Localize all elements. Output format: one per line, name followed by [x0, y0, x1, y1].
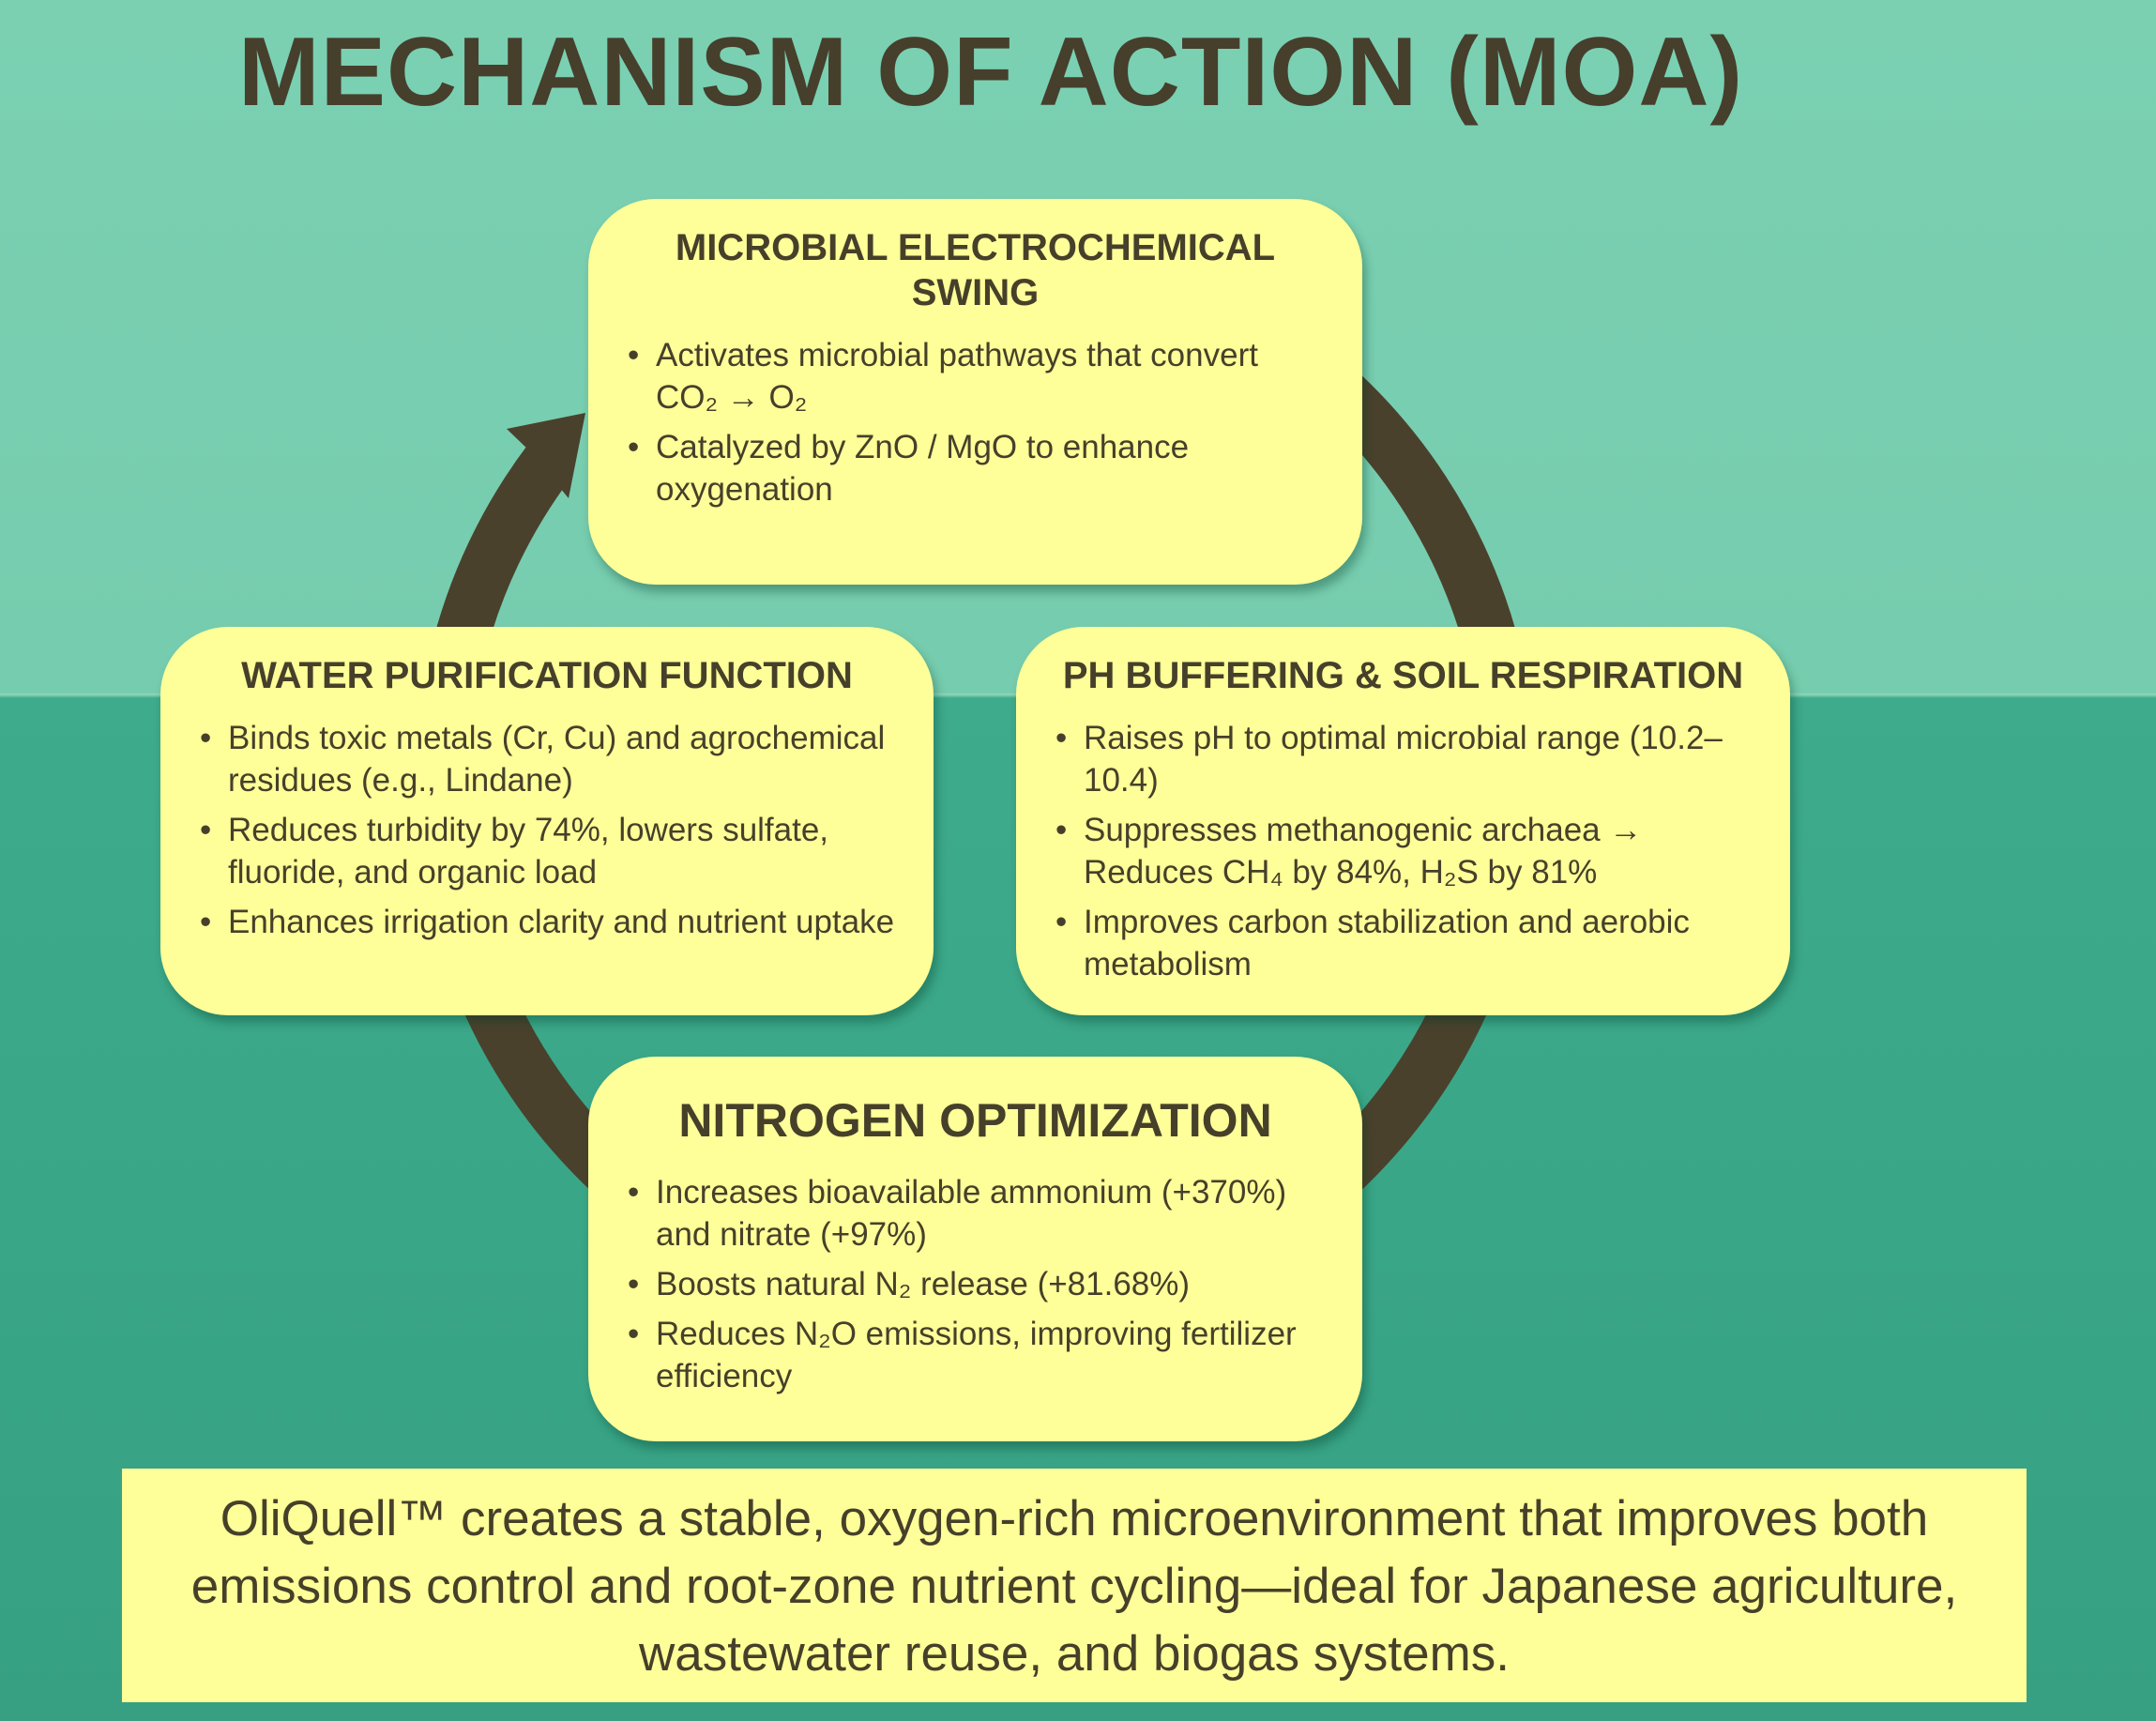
bullet-item: Reduces N₂O emissions, improving fertili… — [626, 1313, 1325, 1397]
bullet-item: Binds toxic metals (Cr, Cu) and agrochem… — [198, 717, 896, 801]
ph-buffering-box: PH BUFFERING & SOIL RESPIRATION Raises p… — [1016, 627, 1790, 1015]
box-heading: WATER PURIFICATION FUNCTION — [241, 655, 853, 696]
bullet-item: Improves carbon stabilization and aerobi… — [1054, 901, 1753, 985]
bullet-item: Enhances irrigation clarity and nutrient… — [198, 901, 896, 943]
bullet-item: Boosts natural N₂ release (+81.68%) — [626, 1263, 1325, 1305]
microbial-swing-box: MICROBIAL ELECTROCHEMICAL SWING Activate… — [588, 199, 1362, 585]
bullet-item: Catalyzed by ZnO / MgO to enhance oxygen… — [626, 426, 1325, 510]
bullet-item: Reduces turbidity by 74%, lowers sulfate… — [198, 809, 896, 893]
box-heading: MICROBIAL ELECTROCHEMICAL SWING — [675, 227, 1276, 313]
water-purification-box: WATER PURIFICATION FUNCTION Binds toxic … — [160, 627, 934, 1015]
bullet-item: Raises pH to optimal microbial range (10… — [1054, 717, 1753, 801]
arrowhead-icon — [507, 413, 585, 498]
nitrogen-optimization-box: NITROGEN OPTIMIZATION Increases bioavail… — [588, 1057, 1362, 1441]
summary-banner: OliQuell™ creates a stable, oxygen-rich … — [122, 1469, 2027, 1702]
box-heading: PH BUFFERING & SOIL RESPIRATION — [1062, 655, 1744, 696]
box-heading: NITROGEN OPTIMIZATION — [678, 1094, 1272, 1147]
bullet-item: Activates microbial pathways that conver… — [626, 334, 1325, 419]
page-title: MECHANISM OF ACTION (MOA) — [238, 18, 1744, 127]
bullet-item: Suppresses methanogenic archaea → Reduce… — [1054, 809, 1753, 893]
bullet-item: Increases bioavailable ammonium (+370%) … — [626, 1171, 1325, 1256]
